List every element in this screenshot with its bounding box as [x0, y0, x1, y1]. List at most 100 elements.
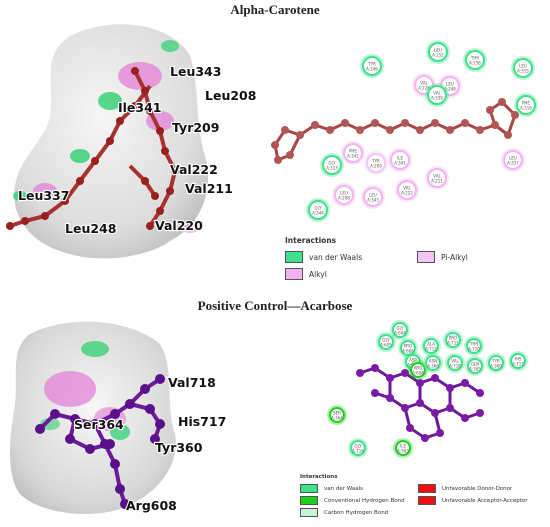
residue-node-circle: [334, 185, 354, 205]
residue-node-name: GLY: [354, 444, 362, 449]
title-acarbose: Positive Control—Acarbose: [197, 298, 353, 313]
residue-node-id: A:344: [312, 211, 324, 216]
hbond-swatch: [300, 496, 318, 505]
residue-node-name: TYR: [367, 62, 376, 67]
label-leu343: Leu343: [170, 64, 221, 79]
residue-node-name: ALA: [427, 342, 435, 347]
residue-node-name: LEU: [434, 48, 442, 53]
residue-node-circle: [425, 355, 441, 371]
top-legend: Interactions van der Waals Pi-Alkyl Alky…: [285, 236, 545, 286]
top-legend-label-pialkyl: Pi-Alkyl: [441, 252, 468, 262]
residue-node-id: A:211: [431, 179, 443, 184]
bottom-legend-header: Interactions: [300, 474, 338, 480]
residue-node-id: A:315: [517, 69, 529, 74]
residue-node-id: A:252: [432, 53, 444, 58]
residue-node-id: A:366: [427, 364, 439, 369]
residue-node-id: A:716: [352, 449, 364, 454]
carotene-atoms: [6, 67, 179, 230]
label-val211: Val211: [185, 181, 233, 196]
chbond-swatch: [300, 508, 318, 517]
residue-node-id: A:208: [338, 196, 350, 201]
residue-node-id: A:222: [401, 191, 413, 196]
label-leu248: Leu248: [65, 221, 116, 236]
bottom-legend-label-chbond: Carbon Hydrogen Bond: [324, 509, 389, 516]
residue-node-id: A:606: [402, 349, 414, 354]
protein-surface-b: [10, 321, 176, 514]
residue-node-name: TYR: [371, 159, 380, 164]
residue-node-name: PRO: [404, 344, 412, 349]
residue-node-id: A:339: [431, 96, 443, 101]
label-leu208: Leu208: [205, 88, 256, 103]
residue-node-id: A:363: [397, 449, 409, 454]
residue-node-circle: [510, 353, 526, 369]
residue-node-id: A:313: [326, 166, 338, 171]
residue-node-id: A:365: [469, 367, 481, 372]
alpha-carotene-2d-diagram: TYRA:346LEUA:252THRA:256LEUA:315VALA:228…: [271, 40, 538, 222]
residue-node-circle: [513, 58, 533, 78]
residue-node-name: GLY: [396, 326, 404, 331]
residue-node-circle: [467, 358, 483, 374]
residue-node-name: LEU: [509, 156, 517, 161]
top-legend-label-alkyl: Alkyl: [309, 269, 327, 279]
title-alpha-carotene: Alpha-Carotene: [230, 2, 320, 17]
residue-node-id: A:712: [425, 347, 437, 352]
alpha-carotene-3d-view: Leu343 Leu208 Ile341 Tyr209 Val222 Val21…: [6, 24, 258, 259]
top-interaction-nodes: TYRA:346LEUA:252THRA:256LEUA:315VALA:228…: [306, 40, 538, 222]
label-tyr209: Tyr209: [172, 120, 219, 135]
bottom-legend-item-chbond: Carbon Hydrogen Bond: [300, 508, 388, 517]
residue-node-circle: [362, 56, 382, 76]
bottom-legend-item-vdw: van der Waals: [300, 484, 363, 493]
residue-node-circle: [465, 50, 485, 70]
residue-node-circle: [447, 355, 463, 371]
acarbose-atoms: [35, 374, 165, 509]
residue-node-id: A:717: [512, 362, 524, 367]
residue-node-name: PHE: [349, 149, 357, 154]
label-ile341: Ile341: [118, 100, 162, 115]
residue-node-circle: [503, 150, 523, 170]
residue-node-id: A:360: [490, 364, 502, 369]
carotene-2d-atoms: [271, 98, 519, 164]
residue-node-circle: [410, 362, 426, 378]
residue-node-circle: [322, 155, 342, 175]
residue-node-id: A:337: [507, 161, 519, 166]
residue-node-id: A:608: [412, 371, 424, 376]
residue-node-circle: [423, 338, 439, 354]
top-legend-header: Interactions: [285, 236, 337, 245]
bottom-legend-label-hbond: Conventional Hydrogen Bond: [324, 497, 405, 504]
residue-node-name: LEU: [340, 191, 348, 196]
residue-node-name: GLN: [471, 362, 479, 367]
residue-node-circle: [445, 332, 461, 348]
residue-node-id: A:605: [380, 343, 392, 348]
residue-node-name: GLY: [314, 206, 322, 211]
residue-node-name: LEU: [369, 193, 377, 198]
residue-node-name: VAL: [433, 91, 441, 96]
residue-node-circle: [427, 168, 447, 188]
residue-node-circle: [397, 180, 417, 200]
residue-node-name: THR: [469, 342, 478, 347]
unfav-donor-swatch: [418, 484, 436, 493]
residue-node-name: PRO: [449, 336, 457, 341]
residue-node-name: LEU: [446, 82, 454, 87]
residue-node-circle: [428, 42, 448, 62]
residue-node-id: A:364: [331, 416, 343, 421]
residue-node-id: A:343: [367, 198, 379, 203]
pi-alkyl-swatch: [417, 251, 435, 263]
residue-node-id: A:341: [394, 161, 406, 166]
label-tyr360: Tyr360: [155, 440, 203, 455]
residue-node-name: VAL: [451, 359, 459, 364]
residue-node-name: VAL: [403, 186, 411, 191]
